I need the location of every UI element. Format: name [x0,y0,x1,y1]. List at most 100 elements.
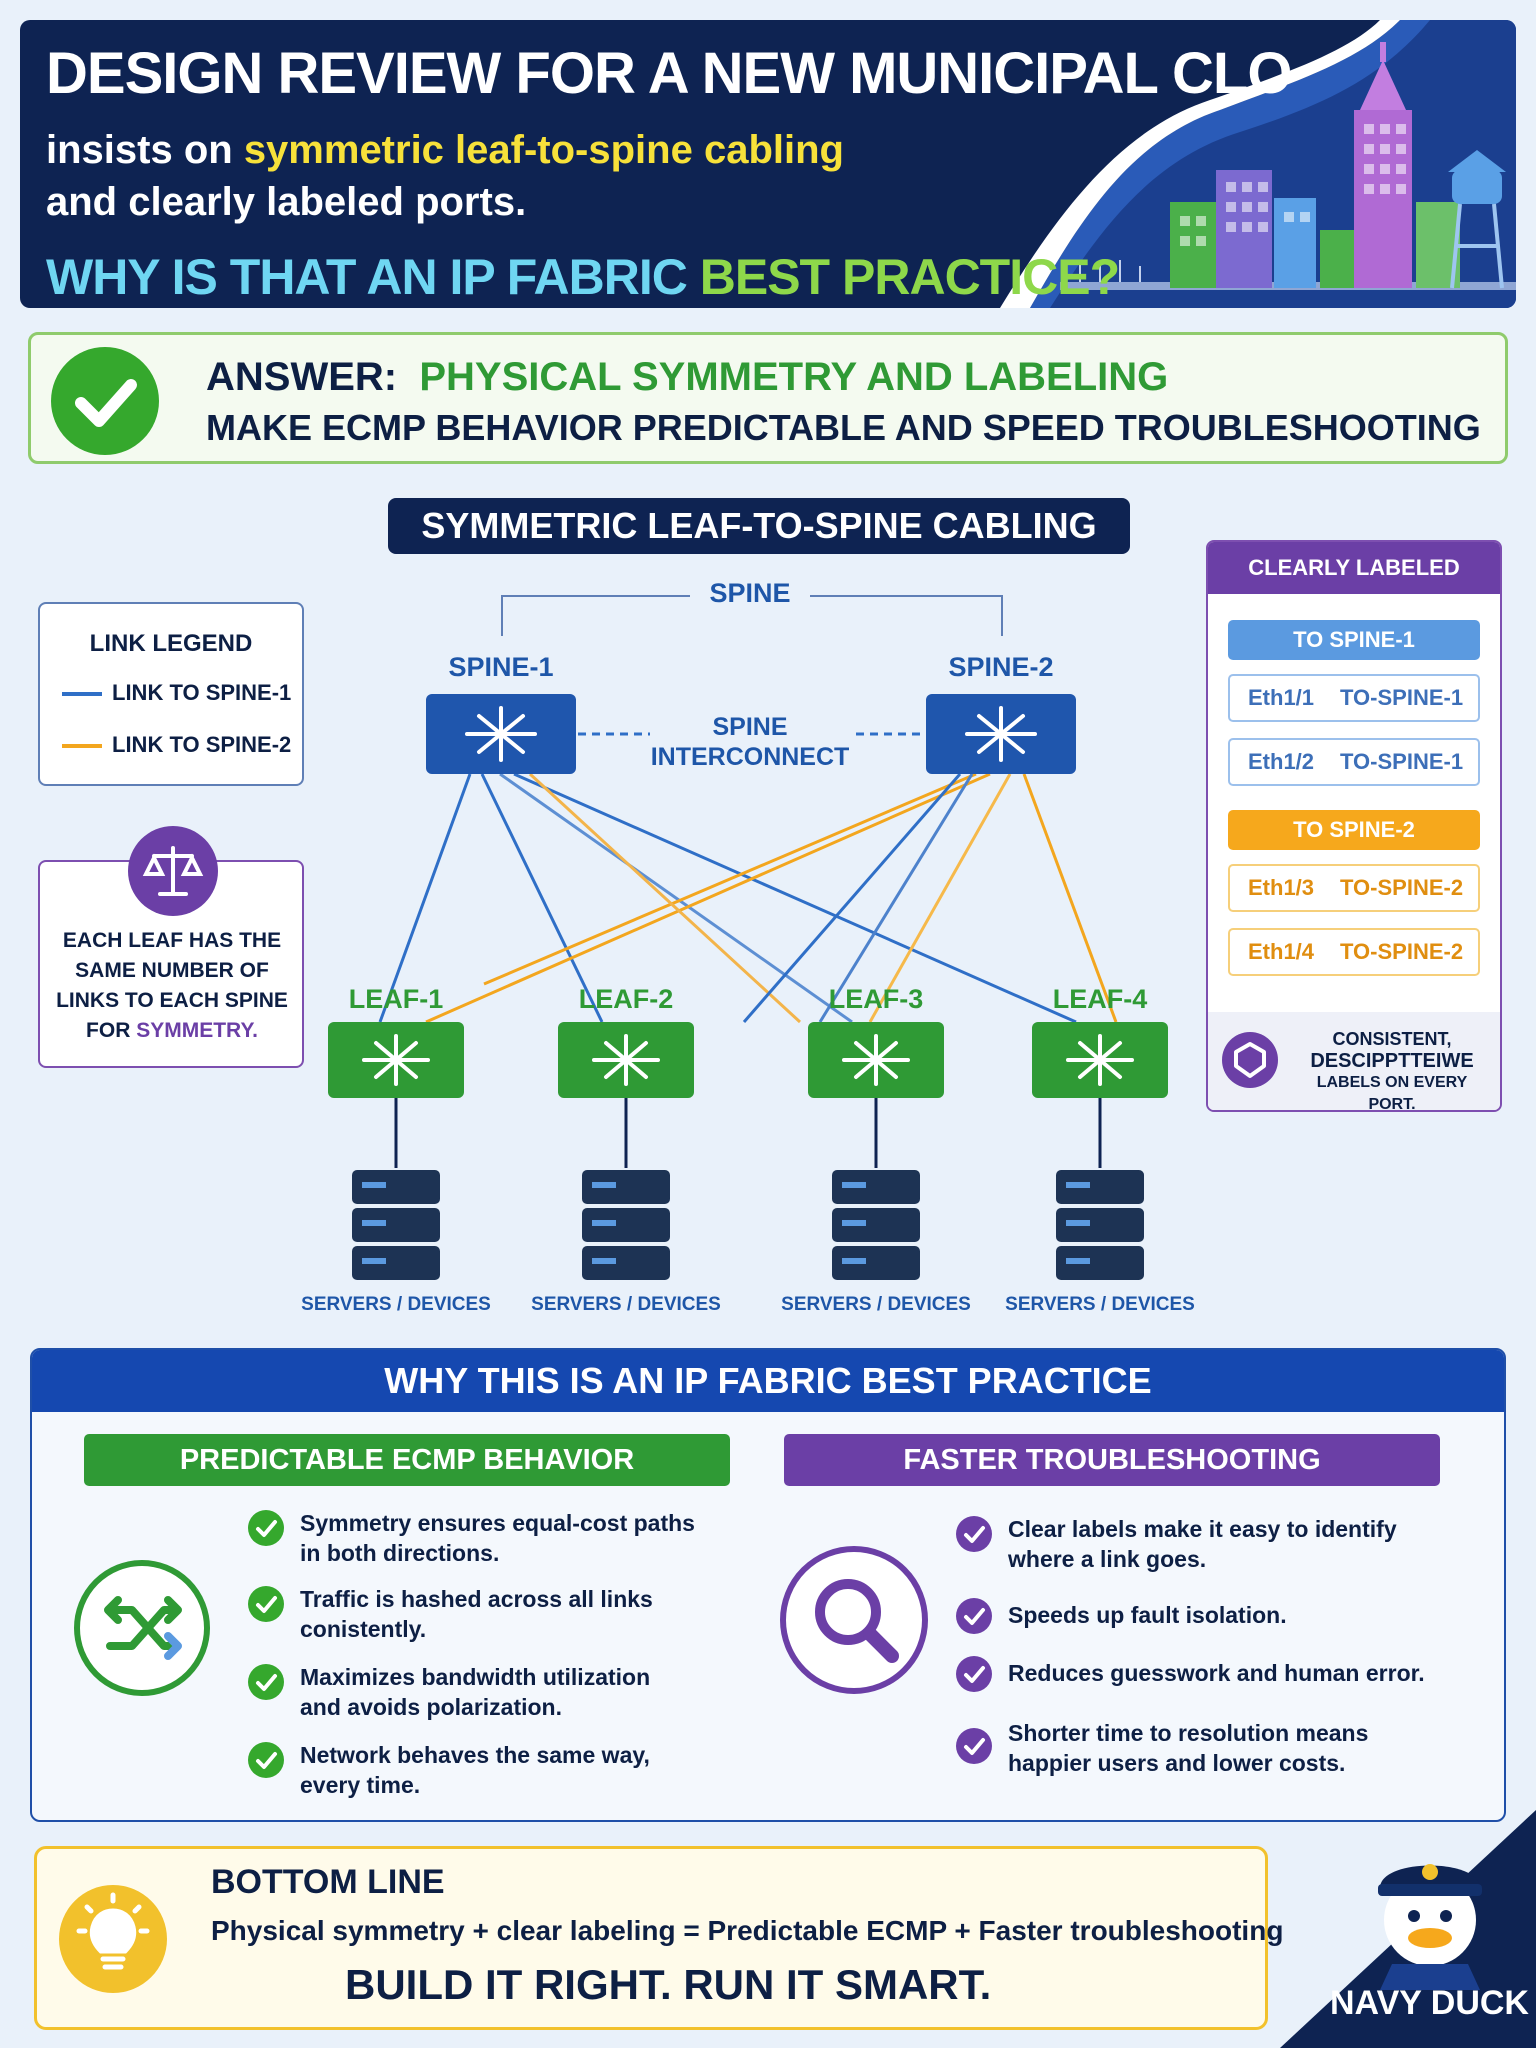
spine-1-label: SPINE-1 [448,652,554,682]
ports-panel-title: CLEARLY LABELED PORTS [1208,542,1500,632]
bullet-line-1: Traffic is hashed across all links [300,1586,653,1612]
port-description: TO-SPINE-1 [1340,749,1464,774]
link-leaf2-spine2 [483,772,977,986]
leaf-1-label: LEAF-1 [348,984,444,1014]
troubleshooting-column-title: FASTER TROUBLESHOOTING [784,1434,1440,1486]
bullet-line-2: conistently. [300,1616,427,1642]
link-leaf3-spine1 [499,772,853,1024]
check-circle-icon [956,1598,992,1634]
leaf-spine-topology-diagram [328,595,1168,1280]
ports-panel-footer: CONSISTENT, DESCIPPTTEIWE LABELS ON EVER… [1208,1012,1500,1112]
ecmp-bullet-text: Maximizes bandwidth utilization and avoid… [300,1662,650,1722]
balance-scale-icon [128,826,218,916]
link-leaf2-spine1 [480,773,604,1023]
port-description: TO-SPINE-1 [1340,685,1464,710]
link-leaf1-spine1 [378,773,472,1023]
question-part-3: BEST [686,249,842,305]
link-leaf1-spine2 [425,772,991,1024]
leaf-2-label: LEAF-2 [578,984,674,1014]
spine-bracket-right [810,595,1003,636]
link-leaf4-spine2 [1022,773,1118,1023]
legend-title: LINK LEGEND [89,630,253,657]
bullet-line-2: where a link goes. [1008,1546,1207,1572]
link-leaf4-spine1 [513,772,1077,1024]
port-group-header-spine-1: TO SPINE-1 [1228,620,1480,660]
port-name: Eth1/1 [1248,685,1315,710]
bullet-line-2: and avoids polarization. [300,1694,562,1720]
ecmp-bullet: Maximizes bandwidth utilization and avoid… [248,1662,748,1722]
check-circle-icon [248,1510,284,1546]
troubleshooting-bullet: Reduces guesswork and human error. [956,1656,1476,1698]
bullet-line-2: in both directions. [300,1540,500,1566]
bottom-line-title: BOTTOM LINE [211,1863,445,1901]
servers-label-3: SERVERS / DEVICES [781,1294,971,1315]
server-stack-icon [352,1170,1144,1280]
spine-2-label: SPINE-2 [948,652,1054,682]
bullet-line-1: Maximizes bandwidth utilization [300,1664,651,1690]
troubleshooting-bullet-text: Speeds up fault isolation. [1008,1602,1287,1628]
interconnect-line-2: INTERCONNECT [650,743,850,771]
ecmp-bullet: Network behaves the same way,every time. [248,1740,748,1800]
ports-panel-note: CONSISTENT, DESCIPPTTEIWE LABELS ON EVER… [1292,1028,1492,1112]
city-skyline-illustration [1000,20,1516,308]
answer-headline-text: PHYSICAL SYMMETRY AND LABELING [419,355,1169,399]
check-circle-icon [248,1664,284,1700]
servers-label-1: SERVERS / DEVICES [301,1294,491,1315]
port-name: Eth1/3 [1248,875,1315,900]
magnifier-icon [780,1546,928,1694]
checkmark-icon [51,347,159,455]
lightbulb-icon [59,1885,167,1993]
navy-duck-mascot-logo [1280,1810,1536,2048]
switch-arrows-icon [362,706,1134,1086]
port-name: Eth1/2 [1248,749,1315,774]
port-description: TO-SPINE-2 [1340,939,1464,964]
bottom-line-panel: BOTTOM LINE Physical symmetry + clear la… [34,1846,1283,2030]
answer-subline: MAKE ECMP BEHAVIOR PREDICTABLE AND SPEED… [206,407,1481,448]
question-part-1: WHY IS THAT AN [46,249,450,305]
header-subtitle-line-1: insists on symmetric leaf-to-spine cabli… [46,128,844,173]
answer-panel: ANSWER: PHYSICAL SYMMETRY AND LABELING M… [28,332,1508,464]
legend-orange-swatch [62,744,102,749]
answer-headline: ANSWER: PHYSICAL SYMMETRY AND LABELING [206,355,1168,400]
ecmp-column-title: PREDICTABLE ECMP BEHAVIOR [84,1434,730,1486]
ports-note-line-3: LABELS ON EVERY PORT. [1316,1074,1468,1112]
ports-note-line-2: DESCIPPTTEIWE [1310,1050,1474,1072]
question-part-4: PRACTICE? [842,249,1120,305]
symmetry-text-highlight: SYMMETRY. [136,1019,258,1042]
spine-group-label: SPINE [709,578,791,608]
link-legend: LINK LEGEND LINK TO SPINE-1 LINK TO SPIN… [38,602,304,786]
best-practice-section: WHY THIS IS AN IP FABRIC BEST PRACTICE P… [30,1348,1506,1822]
bullet-line-1: Shorter time to resolution means [1008,1720,1369,1746]
ecmp-arrows-icon [74,1560,210,1696]
bullet-line-1: Symmetry ensures equal-cost paths [300,1510,695,1536]
port-description: TO-SPINE-2 [1340,875,1464,900]
header-title: DESIGN REVIEW FOR A NEW MUNICIPAL CLO [46,41,1292,106]
check-circle-icon [956,1728,992,1764]
symmetry-note-text: EACH LEAF HAS THE SAME NUMBER OF LINKS T… [50,926,294,1046]
diagram-title: SYMMETRIC LEAF-TO-SPINE CABLING [388,498,1130,554]
answer-label: ANSWER: [206,355,398,399]
check-circle-icon [956,1516,992,1552]
bullet-line-1: Network behaves the same way, [300,1742,650,1768]
legend-item-spine-1: LINK TO SPINE-1 [62,680,291,706]
header-subtitle-line-2: and clearly labeled ports. [46,180,527,224]
troubleshooting-bullet: Speeds up fault isolation. [956,1598,1476,1640]
port-row-eth1-3: Eth1/3 TO-SPINE-2 [1228,864,1480,912]
ecmp-bullet: Traffic is hashed across all links conist… [248,1584,748,1644]
check-circle-icon [248,1586,284,1622]
bottom-line-slogan: BUILD IT RIGHT. RUN IT SMART. [345,1961,992,2008]
labeled-ports-panel: CLEARLY LABELED PORTS TO SPINE-1 Eth1/1T… [1206,540,1502,1112]
check-circle-icon [956,1656,992,1692]
port-row-eth1-1: Eth1/1 TO-SPINE-1 [1228,674,1480,722]
ports-note-line-1: CONSISTENT, [1332,1029,1452,1049]
legend-blue-swatch [62,692,102,697]
symmetry-text-body: EACH LEAF HAS THE SAME NUMBER OF LINKS T… [56,929,288,1042]
troubleshooting-bullet-text: Reduces guesswork and human error. [1008,1660,1425,1686]
legend-item-label: LINK TO SPINE-2 [112,732,292,757]
legend-item-label: LINK TO SPINE-1 [112,680,292,705]
